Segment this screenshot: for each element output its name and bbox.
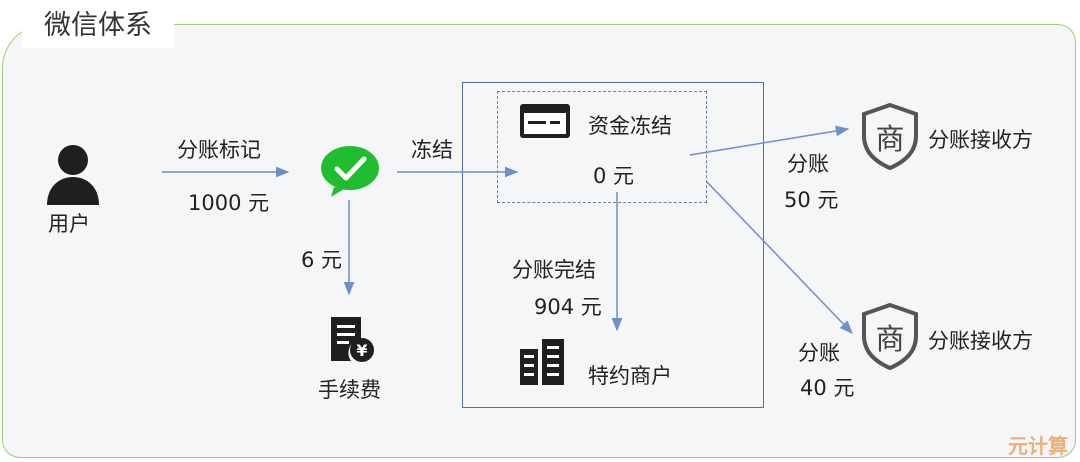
wechat-icon [321, 146, 379, 197]
frozen-amount-label: 0 元 [593, 164, 635, 188]
freeze-box-title: 资金冻结 [588, 114, 672, 138]
user-label: 用户 [48, 212, 90, 236]
fee-amount-label: 6 元 [301, 248, 343, 272]
shield-merchant-icon: 商 [860, 302, 920, 370]
panel-title: 微信体系 [22, 4, 174, 48]
receiver-top-label: 分账接收方 [928, 128, 1033, 152]
receipt-yuan-icon: ¥ [331, 317, 374, 362]
svg-text:¥: ¥ [356, 341, 367, 360]
split-bottom-label: 分账 [798, 341, 840, 365]
receiver-bottom-label: 分账接收方 [928, 329, 1033, 353]
building-icon [520, 339, 564, 385]
split-top-label: 分账 [787, 152, 829, 176]
merchant-badge-text: 商 [875, 322, 905, 356]
fund-freeze-container [462, 82, 764, 408]
special-merchant-label: 特约商户 [588, 364, 672, 388]
merchant-badge-text: 商 [875, 122, 905, 156]
freeze-label: 冻结 [411, 138, 453, 162]
split-amount-label: 1000 元 [188, 191, 270, 215]
split-bottom-amount-label: 40 元 [800, 376, 855, 400]
split-top-amount-label: 50 元 [784, 188, 839, 212]
shield-merchant-icon: 商 [860, 102, 920, 170]
split-mark-label: 分账标记 [177, 138, 261, 162]
split-complete-label: 分账完结 [512, 258, 596, 282]
complete-amount-label: 904 元 [534, 295, 602, 319]
arrow-freeze-to-receiver-bottom [706, 181, 853, 334]
watermark: 元计算 [1008, 434, 1068, 458]
fund-freeze-box [497, 91, 707, 203]
arrow-freeze-to-receiver-top [689, 125, 850, 156]
user-icon [47, 145, 99, 205]
card-icon [520, 104, 570, 138]
fee-label: 手续费 [318, 378, 381, 402]
